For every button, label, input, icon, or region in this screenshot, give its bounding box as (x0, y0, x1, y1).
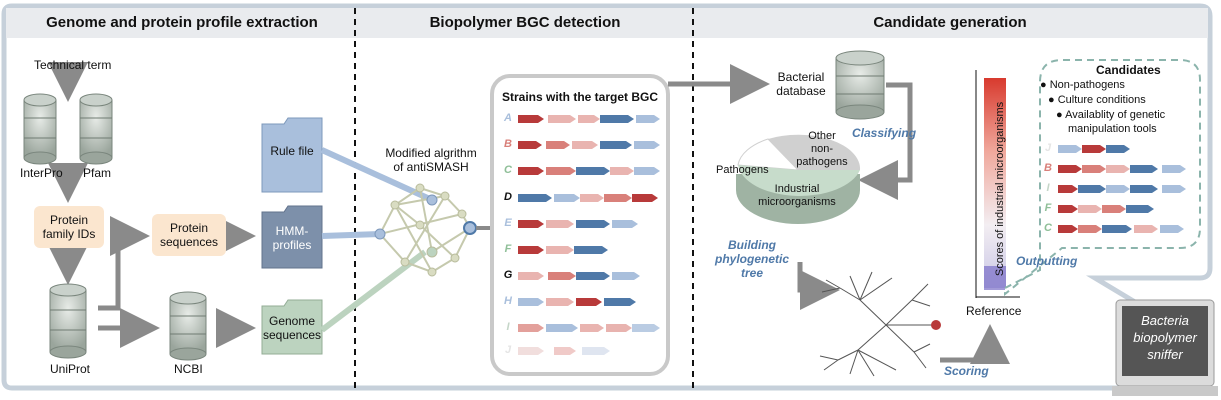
tree-root-marker (931, 320, 941, 330)
rule-file-folder-icon (261, 117, 323, 193)
candidate-strain-label: J (1044, 142, 1052, 154)
building-arrow (797, 262, 840, 310)
hmm-profiles-label: HMM-profiles (272, 224, 312, 252)
strain-label: A (504, 112, 512, 124)
candidates-title: Candidates (1096, 63, 1161, 77)
detection-title: Biopolymer BGC detection (429, 14, 621, 31)
pfam-db-icon (79, 93, 113, 165)
hmm-connector (321, 231, 381, 239)
strain-label: I (506, 321, 510, 333)
hmm-folder-icon (261, 205, 323, 269)
network-graph (379, 186, 472, 274)
technical-term-label: Technical term (34, 58, 112, 72)
candidates-callout (1004, 59, 1201, 297)
classifying-label: Classifying (852, 126, 917, 140)
criterion-item: ● Culture conditions (1048, 94, 1146, 106)
reference-label: Reference (966, 304, 1022, 318)
generation-title: Candidate generation (873, 14, 1027, 31)
network-nodes (390, 183, 467, 277)
network-rule-node (426, 194, 438, 206)
candidate-strain-label: F (1044, 202, 1052, 214)
candidate-genes (1058, 145, 1186, 233)
criterion-item: manipulation tools (1068, 123, 1157, 135)
interpro-label: InterPro (20, 166, 63, 180)
score-bar (984, 78, 1006, 288)
strain-label: D (504, 191, 512, 203)
strain-label: E (504, 217, 512, 229)
classifying-arrow (858, 82, 913, 200)
pfam-label: Pfam (83, 166, 112, 180)
classification-pie (736, 134, 861, 224)
criterion-item: ● Availablity of genetic (1056, 109, 1166, 121)
reference-band (984, 266, 1006, 290)
bacterial-db-icon (835, 50, 885, 120)
phylogenetic-tree (819, 271, 936, 377)
criterion-item: ● Non-pathogens (1040, 79, 1125, 91)
scoring-arrow (940, 324, 1010, 364)
interpro-db-icon (23, 93, 57, 165)
score-axis-label: Scores of industrial microorganisms (994, 101, 1006, 277)
strain-label: J (504, 344, 512, 356)
sniffer-monitor-icon (1112, 299, 1218, 396)
outputting-label: Outputting (1016, 254, 1078, 268)
pathogens-label: Pathogens (716, 164, 769, 176)
candidate-strain-label: I (1046, 182, 1050, 194)
strain-label: B (504, 138, 512, 150)
strain-label: G (503, 269, 513, 281)
scoring-label: Scoring (944, 364, 989, 378)
uniprot-db-icon (49, 283, 87, 359)
extraction-arrows (48, 62, 256, 348)
candidate-strain-label: C (1044, 222, 1052, 234)
extraction-title: Genome and protein profile extraction (46, 14, 318, 31)
strain-genes (518, 115, 660, 355)
strain-label: H (504, 295, 512, 307)
strains-title: Strains with the target BGC (502, 90, 659, 104)
strain-label: F (504, 243, 512, 255)
strain-label: C (504, 164, 512, 176)
network-input-node (374, 228, 386, 240)
rule-file-label: Rule file (270, 144, 314, 158)
candidate-strain-label: B (1044, 162, 1052, 174)
uniprot-label: UniProt (50, 362, 91, 376)
genome-folder-icon (261, 299, 323, 355)
ncbi-db-icon (169, 291, 207, 361)
header-band (6, 8, 1208, 38)
ncbi-label: NCBI (174, 362, 203, 376)
network-output-node (463, 221, 477, 235)
